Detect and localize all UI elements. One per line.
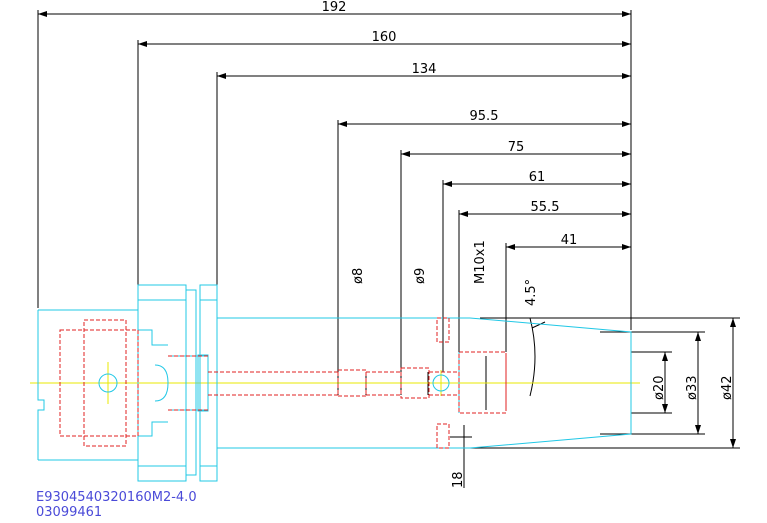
dim-thread: M10x1 [473,240,488,284]
part-number: E9304540320160M2-4.0 [36,490,197,505]
dim-dia9: ø9 [413,268,428,284]
dim-95-5: 95.5 [470,109,499,124]
dim-18: 18 [451,471,466,488]
part-code: 03099461 [36,505,103,520]
dimension-labels: 192 160 134 95.5 75 61 55.5 41 ø8 ø9 M10… [322,0,735,488]
dim-dia20: ø20 [652,376,667,401]
centerline [30,362,640,404]
dim-dia8: ø8 [351,268,366,284]
dim-160: 160 [372,30,397,45]
dim-61: 61 [529,170,546,185]
dim-134: 134 [412,62,437,77]
part-info: E9304540320160M2-4.0 03099461 [36,490,197,520]
dim-dia33: ø33 [685,376,700,401]
dim-41: 41 [561,233,578,248]
dim-dia42: ø42 [720,376,735,401]
hidden-lines [59,317,507,449]
dim-55-5: 55.5 [531,200,560,215]
dimension-lines [37,10,740,488]
dim-192: 192 [322,0,347,15]
dim-75: 75 [508,140,525,155]
dim-angle: 4.5° [524,279,539,306]
